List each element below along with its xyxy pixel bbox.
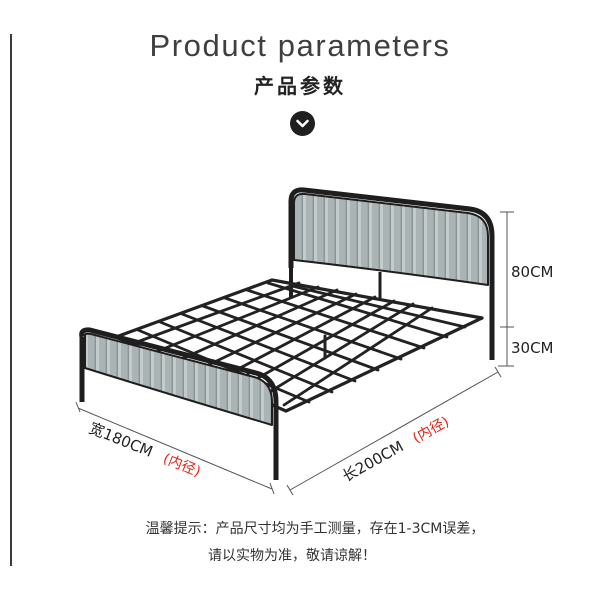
bed-slats — [114, 278, 484, 413]
width-note: (内径) — [161, 451, 203, 480]
headboard — [288, 187, 495, 360]
chevron-down-icon — [290, 111, 315, 136]
headboard-height-label: 80CM — [511, 263, 554, 281]
page-title: Product parameters — [149, 28, 451, 63]
length-label: 长200CM — [339, 437, 406, 485]
page-subtitle: 产品参数 — [254, 74, 346, 98]
length-dimension: 长200CM (内径) — [339, 414, 452, 486]
footboard — [79, 327, 279, 480]
notice-line-2: 请以实物为准，敬请谅解！ — [208, 548, 376, 564]
dimension-lines — [75, 211, 514, 496]
leg-height-label: 30CM — [511, 339, 554, 357]
width-label: 宽180CM — [87, 419, 156, 461]
width-dimension: 宽180CM (内径) — [87, 419, 203, 480]
page-edge-line — [10, 34, 12, 566]
notice-line-1: 温馨提示：产品尺寸均为手工测量，存在1-3CM误差， — [145, 521, 485, 537]
